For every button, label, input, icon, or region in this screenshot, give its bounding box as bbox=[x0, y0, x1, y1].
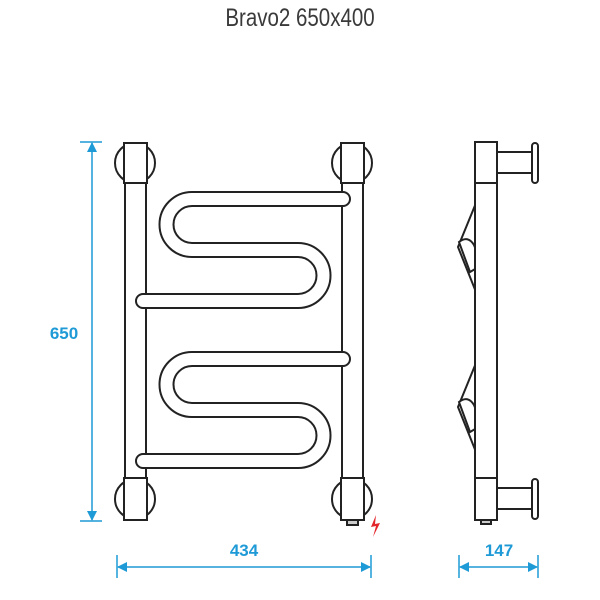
right-vertical-bar bbox=[341, 179, 364, 481]
cap bbox=[340, 477, 365, 521]
front-view bbox=[114, 142, 373, 526]
serpentine-tube bbox=[135, 191, 351, 469]
cap bbox=[123, 477, 148, 521]
side-view bbox=[456, 141, 539, 525]
heater-plug bbox=[346, 519, 359, 526]
depth-dimension-label: 147 bbox=[485, 541, 513, 560]
dimension-lines bbox=[80, 141, 539, 578]
left-vertical-bar bbox=[124, 179, 147, 481]
lightning-icon bbox=[371, 515, 380, 537]
cap bbox=[123, 142, 148, 184]
width-dimension-label: 434 bbox=[230, 541, 259, 560]
height-dimension-label: 650 bbox=[50, 324, 78, 343]
cap bbox=[340, 142, 365, 184]
product-title: Bravo2 650x400 bbox=[225, 4, 375, 32]
